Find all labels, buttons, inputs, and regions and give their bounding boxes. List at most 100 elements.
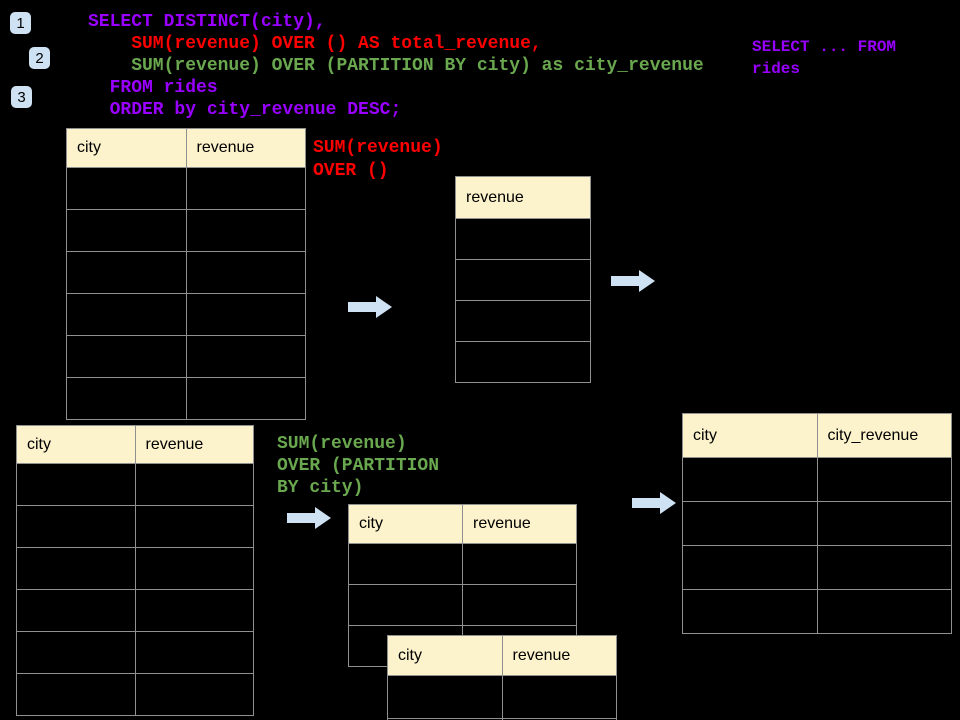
empty-cell — [682, 589, 818, 634]
table-row — [16, 463, 254, 506]
empty-cell — [16, 589, 136, 632]
empty-cell — [455, 300, 591, 342]
table-row — [455, 259, 591, 301]
table-row — [348, 584, 577, 626]
empty-cell — [134, 589, 254, 632]
empty-cell — [816, 501, 952, 546]
table-row — [16, 631, 254, 674]
empty-cell — [682, 545, 818, 590]
table-row — [66, 377, 306, 420]
column-header: revenue — [462, 504, 577, 544]
table-row — [16, 505, 254, 548]
empty-cell — [134, 547, 254, 590]
arrow-shaft — [632, 498, 660, 508]
empty-cell — [134, 463, 254, 506]
step-badge-2: 2 — [29, 47, 50, 69]
column-header: revenue — [501, 635, 617, 676]
table-row — [16, 589, 254, 632]
from-note-line: SELECT ... FROM — [752, 38, 897, 56]
table-row — [348, 543, 577, 585]
empty-cell — [185, 335, 306, 378]
empty-cell — [185, 167, 306, 210]
empty-cell — [16, 631, 136, 674]
empty-cell — [455, 341, 591, 383]
column-header: city — [387, 635, 503, 676]
table-row — [682, 457, 952, 502]
flow-arrow-to-partition — [287, 507, 331, 529]
empty-cell — [185, 293, 306, 336]
column-header: revenue — [134, 425, 254, 464]
step-badge-label: 1 — [16, 14, 25, 32]
empty-cell — [66, 209, 187, 252]
empty-cell — [66, 377, 187, 420]
empty-cell — [682, 501, 818, 546]
column-header: city — [348, 504, 463, 544]
arrow-shaft — [348, 302, 376, 312]
table-row — [682, 501, 952, 546]
table-row — [66, 209, 306, 252]
sql-line-from: FROM rides — [88, 78, 218, 98]
arrow-shaft — [611, 276, 639, 286]
total-window-annotation: SUM(revenue) OVER () — [313, 137, 443, 183]
table-row — [455, 300, 591, 342]
header-row: revenue — [455, 176, 591, 219]
column-header: city — [16, 425, 136, 464]
empty-cell — [16, 463, 136, 506]
annotation-line: BY city) — [277, 478, 364, 498]
empty-cell — [816, 589, 952, 634]
flow-arrow-to-city-result — [632, 492, 676, 514]
empty-cell — [66, 293, 187, 336]
empty-cell — [501, 675, 617, 719]
table-row — [682, 545, 952, 590]
step-badge-3: 3 — [11, 86, 32, 108]
table-row — [16, 673, 254, 716]
step-badge-label: 2 — [35, 49, 44, 67]
step-badge-label: 3 — [17, 88, 26, 106]
empty-cell — [387, 675, 503, 719]
step-badge-1: 1 — [10, 12, 31, 34]
annotation-line: OVER () — [313, 161, 389, 181]
sql-line-select: SELECT DISTINCT(city), — [88, 12, 326, 32]
annotation-line: OVER (PARTITION — [277, 456, 440, 476]
empty-cell — [66, 335, 187, 378]
annotation-line: SUM(revenue) — [313, 138, 443, 158]
empty-cell — [185, 209, 306, 252]
table-row — [455, 218, 591, 260]
empty-cell — [66, 167, 187, 210]
sql-line-total: SUM(revenue) OVER () AS total_revenue, — [88, 34, 542, 54]
empty-cell — [348, 584, 463, 626]
table-row — [682, 589, 952, 634]
table-row — [16, 547, 254, 590]
flow-arrow-to-total — [348, 296, 392, 318]
arrow-head-icon — [639, 270, 655, 292]
empty-cell — [455, 259, 591, 301]
sql-line-partition: SUM(revenue) OVER (PARTITION BY city) as… — [88, 56, 704, 76]
from-note-line: rides — [752, 60, 801, 78]
table-row — [455, 341, 591, 383]
empty-cell — [134, 673, 254, 716]
empty-cell — [462, 543, 577, 585]
empty-cell — [501, 718, 617, 720]
empty-cell — [16, 505, 136, 548]
empty-cell — [185, 251, 306, 294]
table-row — [387, 718, 617, 720]
column-header: city — [682, 413, 818, 458]
total-revenue-table: revenue — [455, 176, 591, 383]
empty-cell — [682, 457, 818, 502]
column-header: city_revenue — [816, 413, 952, 458]
column-header: city — [66, 128, 187, 168]
table-row — [66, 251, 306, 294]
column-header: revenue — [185, 128, 306, 168]
empty-cell — [455, 218, 591, 260]
table-row — [66, 167, 306, 210]
arrow-head-icon — [315, 507, 331, 529]
table-row — [66, 335, 306, 378]
